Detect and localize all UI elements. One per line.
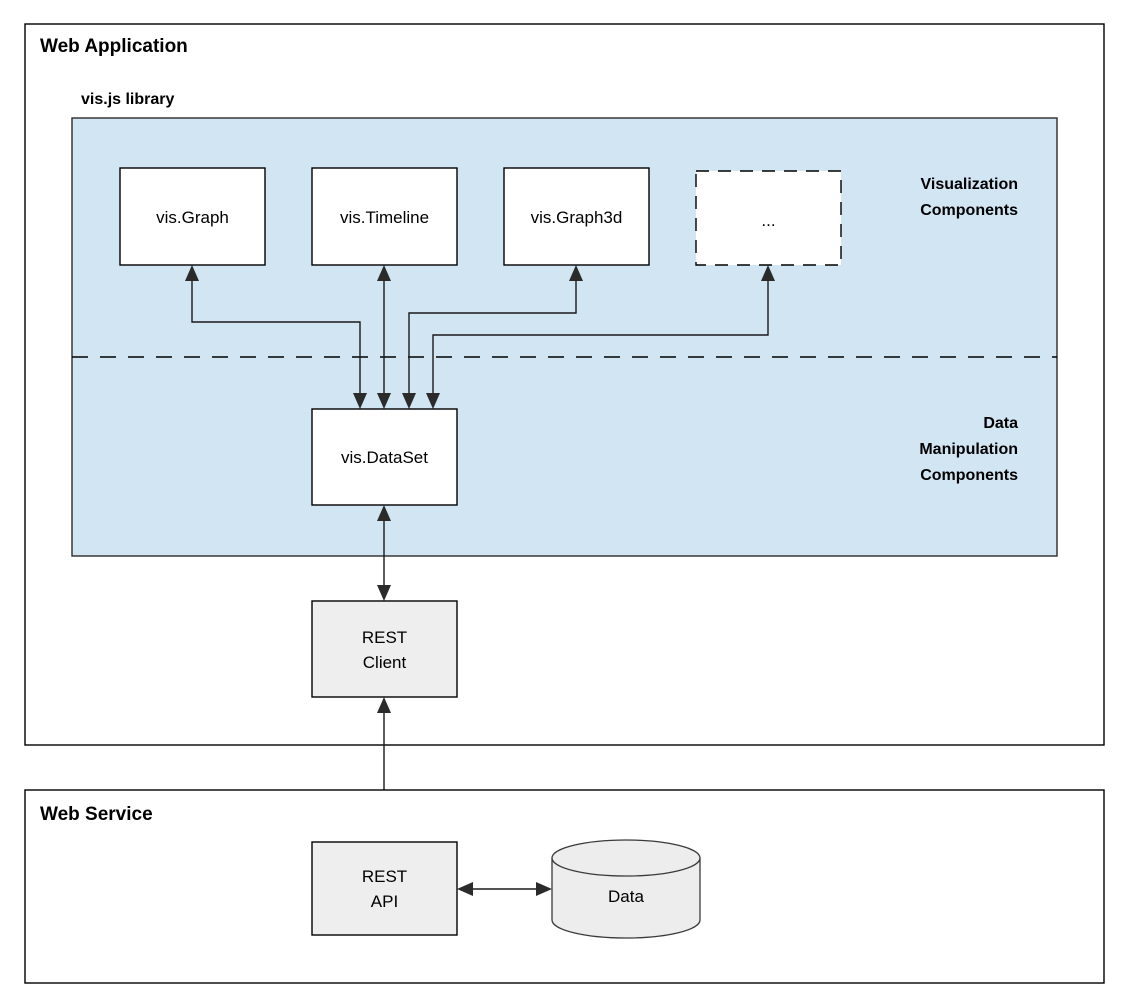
node-vis-graph3d[interactable] (503, 167, 650, 266)
data-manipulation-label-line3: Components (920, 467, 1018, 484)
database-cylinder-body (551, 857, 701, 939)
arrowhead-up-vis-graph3d (569, 265, 583, 281)
node-vis-timeline[interactable] (311, 167, 458, 266)
node-vis-dataset-label: vis.DataSet (341, 448, 428, 467)
connector-dataset-to-more-components (432, 277, 769, 397)
arrowhead-left-rest-api-from-database (457, 882, 473, 896)
node-vis-timeline-label: vis.Timeline (340, 208, 429, 227)
node-more-components[interactable] (695, 170, 842, 266)
arrowhead-up-dataset-from-rest-client (377, 505, 391, 521)
node-vis-graph[interactable] (119, 167, 266, 266)
arrowhead-right-database-from-rest-api (536, 882, 552, 896)
node-rest-api-label-line1: REST (362, 867, 407, 886)
database-cylinder-top (551, 839, 701, 877)
node-database-label: Data (608, 887, 644, 906)
data-manipulation-label-line2: Manipulation (919, 441, 1018, 458)
node-rest-api-label-line2: API (371, 892, 398, 911)
arrowhead-up-rest-client-from-api (377, 697, 391, 713)
node-more-components-label: ... (761, 211, 775, 230)
arrowhead-down-dataset-3 (402, 393, 416, 409)
node-vis-graph-label: vis.Graph (156, 208, 229, 227)
web-service-title: Web Service (40, 804, 153, 825)
data-manipulation-label-line1: Data (983, 415, 1018, 432)
node-rest-client-label-line1: REST (362, 628, 407, 647)
node-rest-client[interactable] (311, 600, 458, 698)
visualization-components-label-line2: Components (920, 202, 1018, 219)
arrowhead-down-rest-client-from-dataset (377, 585, 391, 601)
arrowhead-down-dataset-2 (377, 393, 391, 409)
node-vis-dataset[interactable] (311, 408, 458, 506)
visualization-components-label-line1: Visualization (920, 176, 1018, 193)
arrowhead-down-dataset-1 (353, 393, 367, 409)
arrowhead-down-dataset-4 (426, 393, 440, 409)
node-vis-graph3d-label: vis.Graph3d (531, 208, 623, 227)
vis-js-library-title: vis.js library (81, 91, 174, 108)
arrowhead-up-vis-timeline (377, 265, 391, 281)
node-rest-client-label-line2: Client (363, 653, 407, 672)
connector-dataset-to-vis-graph (191, 277, 361, 397)
web-application-title: Web Application (40, 36, 188, 57)
node-rest-api[interactable] (311, 841, 458, 936)
arrowhead-up-vis-graph (185, 265, 199, 281)
connector-dataset-to-vis-graph3d (408, 277, 577, 397)
arrowhead-up-more-components (761, 265, 775, 281)
